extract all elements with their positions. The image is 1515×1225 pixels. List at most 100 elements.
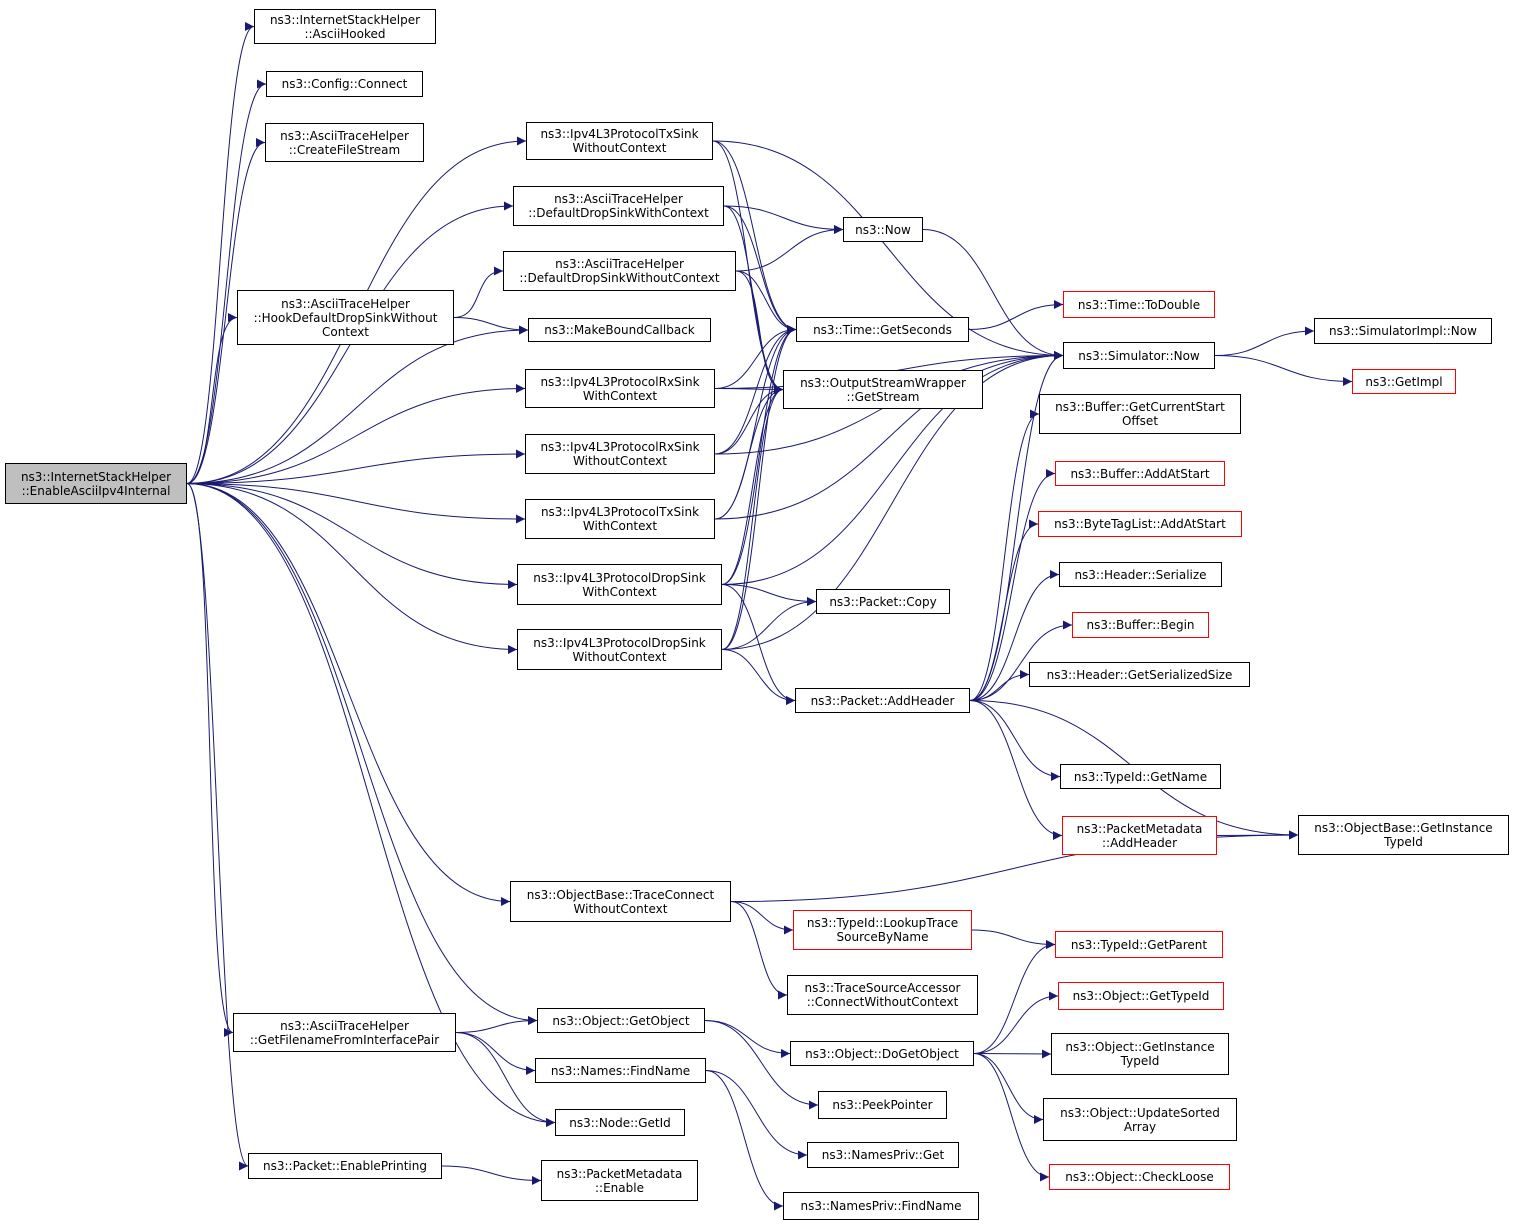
node-asciiHooked[interactable]: ns3::InternetStackHelper::AsciiHooked (254, 9, 436, 44)
edge-root-to-dropSinkWith (186, 483, 518, 589)
node-label-line: WithContext (582, 519, 658, 533)
node-toDouble[interactable]: ns3::Time::ToDouble (1063, 291, 1215, 318)
node-label-line: ns3::Header::GetSerializedSize (1046, 667, 1233, 682)
node-label-line: ns3::Object::GetTypeId (1072, 989, 1210, 1003)
node-pmAddHeader[interactable]: ns3::PacketMetadata::AddHeader (1062, 816, 1217, 855)
edge-dropSinkWith-to-addHeader (721, 584, 796, 705)
node-makeBound[interactable]: ns3::MakeBoundCallback (528, 318, 711, 342)
edge-doGetObject-to-updateSorted (973, 1053, 1044, 1124)
node-doGetObject[interactable]: ns3::Object::DoGetObject (790, 1041, 974, 1066)
node-connectWithout[interactable]: ns3::TraceSourceAccessor::ConnectWithout… (787, 975, 978, 1015)
node-label-line: ns3::TypeId::LookupTrace (806, 916, 959, 930)
node-dropWithCtx[interactable]: ns3::AsciiTraceHelper::DefaultDropSinkWi… (513, 186, 724, 226)
edge-getFilename-to-nodeGetId (455, 1032, 556, 1127)
edge-hookDrop-to-dropWithoutCtx (453, 266, 504, 318)
node-label-line: WithoutContext (572, 141, 667, 155)
edge-simNow-to-getImpl (1214, 355, 1353, 386)
node-label-line: ns3::AsciiTraceHelper (280, 1018, 409, 1033)
node-getStream[interactable]: ns3::OutputStreamWrapper::GetStream (783, 370, 983, 409)
node-label-line: ns3::Buffer::AddAtStart (1070, 466, 1210, 481)
node-label-line: WithContext (582, 584, 657, 599)
node-label-line: ns3::Object::UpdateSorted (1060, 1105, 1220, 1120)
edge-doGetObject-to-getParent (973, 940, 1056, 1054)
node-checkLoose[interactable]: ns3::Object::CheckLoose (1049, 1164, 1230, 1190)
node-bufBegin[interactable]: ns3::Buffer::Begin (1072, 612, 1209, 638)
node-byteTagAddAtStart[interactable]: ns3::ByteTagList::AddAtStart (1038, 511, 1242, 537)
edge-rxWithout-to-getStream (714, 385, 784, 455)
node-now[interactable]: ns3::Now (843, 217, 923, 242)
node-createFileStream[interactable]: ns3::AsciiTraceHelper::CreateFileStream (265, 123, 424, 162)
edge-addHeader-to-byteTagAddAtStart (969, 519, 1039, 701)
node-hookDrop[interactable]: ns3::AsciiTraceHelper::HookDefaultDropSi… (237, 290, 454, 345)
node-enablePrinting[interactable]: ns3::Packet::EnablePrinting (248, 1153, 442, 1179)
edge-txSinkWithout-to-simNow (712, 140, 1064, 360)
node-namesPrivGet[interactable]: ns3::NamesPriv::Get (807, 1142, 959, 1168)
node-configConnect[interactable]: ns3::Config::Connect (266, 71, 423, 97)
edge-getFilename-to-findName (455, 1032, 536, 1075)
node-getSeconds[interactable]: ns3::Time::GetSeconds (796, 317, 969, 342)
edge-dropSinkWithout-to-getSeconds (721, 325, 797, 650)
edge-dropWithCtx-to-now (723, 205, 844, 234)
node-simImplNow[interactable]: ns3::SimulatorImpl::Now (1314, 318, 1492, 344)
edge-addHeader-to-bufAddAtStart (969, 469, 1056, 701)
node-label-line: ns3::ByteTagList::AddAtStart (1054, 517, 1226, 531)
node-label-line: ns3::Ipv4L3ProtocolTxSink (540, 505, 700, 519)
edge-dropSinkWithout-to-packetCopy (721, 597, 817, 650)
node-label-line: ns3::AsciiTraceHelper (554, 192, 683, 206)
node-getFilename[interactable]: ns3::AsciiTraceHelper::GetFilenameFromIn… (233, 1013, 456, 1052)
node-label-line: ::HookDefaultDropSinkWithout (253, 310, 438, 325)
node-nodeGetId[interactable]: ns3::Node::GetId (555, 1109, 685, 1136)
node-label-line: ns3::Time::ToDouble (1077, 297, 1201, 312)
node-peekPointer[interactable]: ns3::PeekPointer (818, 1091, 947, 1119)
edge-root-to-configConnect (186, 79, 267, 484)
node-objGetTypeId[interactable]: ns3::Object::GetTypeId (1058, 982, 1224, 1010)
node-label-line: ::AsciiHooked (304, 26, 386, 41)
node-label-line: ns3::TraceSourceAccessor (804, 981, 961, 995)
node-headerGetSize[interactable]: ns3::Header::GetSerializedSize (1029, 662, 1250, 687)
node-simNow[interactable]: ns3::Simulator::Now (1063, 342, 1215, 369)
node-label-line: ns3::Now (855, 222, 911, 237)
node-label-line: SourceByName (836, 930, 929, 944)
node-bufAddAtStart[interactable]: ns3::Buffer::AddAtStart (1055, 461, 1225, 486)
node-pmEnable[interactable]: ns3::PacketMetadata::Enable (541, 1160, 698, 1201)
edge-addHeader-to-headerSerialize (969, 570, 1060, 701)
edge-root-to-rxWithout (186, 449, 526, 484)
node-getImpl[interactable]: ns3::GetImpl (1352, 369, 1456, 394)
node-typeIdGetName[interactable]: ns3::TypeId::GetName (1060, 764, 1221, 789)
edge-now-to-simNow (922, 229, 1064, 360)
edge-getObject-to-peekPointer (704, 1020, 819, 1110)
node-label-line: ::DefaultDropSinkWithContext (528, 206, 709, 220)
node-packetCopy[interactable]: ns3::Packet::Copy (816, 589, 950, 614)
node-dropWithoutCtx[interactable]: ns3::AsciiTraceHelper::DefaultDropSinkWi… (503, 251, 736, 291)
node-label-line: Offset (1121, 414, 1159, 428)
node-getObject[interactable]: ns3::Object::GetObject (537, 1008, 705, 1033)
edge-root-to-rxWith (186, 384, 526, 484)
node-label-line: ns3::TypeId::GetName (1073, 769, 1208, 784)
node-label-line: ns3::ObjectBase::TraceConnect (526, 887, 715, 902)
node-label-line: ns3::Ipv4L3ProtocolDropSink (533, 570, 706, 585)
node-namesPrivFind[interactable]: ns3::NamesPriv::FindName (783, 1192, 979, 1220)
node-label-line: ns3::InternetStackHelper (269, 12, 421, 27)
node-addHeader[interactable]: ns3::Packet::AddHeader (795, 688, 970, 713)
edge-root-to-dropSinkWithout (186, 483, 518, 654)
node-headerSerialize[interactable]: ns3::Header::Serialize (1059, 562, 1222, 587)
edge-findName-to-namesPrivGet (705, 1070, 808, 1160)
node-findName[interactable]: ns3::Names::FindName (535, 1058, 706, 1083)
edge-dropSinkWithout-to-simNow (721, 351, 1064, 650)
node-label-line: ns3::Buffer::GetCurrentStart (1055, 400, 1225, 414)
node-getParent[interactable]: ns3::TypeId::GetParent (1055, 931, 1223, 958)
edge-addHeader-to-pmAddHeader (969, 700, 1063, 840)
node-label-line: ns3::Ipv4L3ProtocolDropSink (533, 635, 706, 650)
